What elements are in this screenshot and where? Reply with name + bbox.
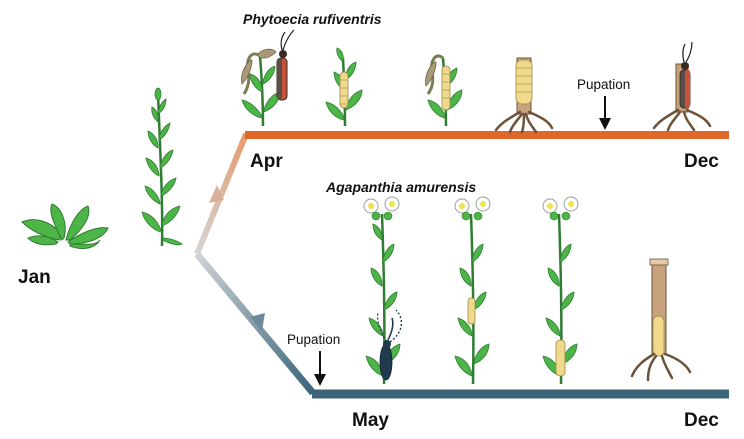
flower-cluster-icon bbox=[363, 196, 400, 221]
young-plant-icon bbox=[141, 87, 183, 247]
lower-pupation-label: Pupation bbox=[287, 332, 340, 347]
start-month-label: Jan bbox=[18, 267, 51, 288]
flowering-plant-larva-icon-1 bbox=[454, 196, 491, 385]
root-adult-beetle-icon bbox=[652, 41, 712, 132]
lower-species-title: Agapanthia amurensis bbox=[325, 179, 476, 195]
lower-branch-diagonal bbox=[194, 251, 316, 396]
timeline-lines bbox=[10, 131, 729, 399]
lower-arrowhead bbox=[250, 313, 265, 331]
upper-end-month: Dec bbox=[684, 151, 719, 172]
upper-pupation-label: Pupation bbox=[577, 77, 630, 92]
wilted-plant-larva-icon bbox=[425, 54, 463, 127]
flowering-plant-beetle-icon bbox=[363, 196, 403, 385]
lower-start-month: May bbox=[352, 410, 389, 431]
wilted-plant-beetle-icon bbox=[241, 29, 295, 127]
upper-pupation-arrow-icon bbox=[599, 96, 611, 130]
lower-pupation-arrow-icon bbox=[314, 351, 326, 386]
upper-branch-diagonal bbox=[194, 132, 249, 256]
root-larva-icon bbox=[494, 57, 554, 134]
flowering-plant-larva-icon-2 bbox=[542, 196, 579, 385]
upper-start-month: Apr bbox=[250, 151, 283, 172]
plant-larva-icon-1 bbox=[325, 47, 363, 127]
upper-species-title: Phytoecia rufiventris bbox=[243, 11, 382, 27]
rosette-plant-icon bbox=[21, 203, 109, 249]
upper-arrowhead bbox=[209, 185, 224, 203]
lower-end-month: Dec bbox=[684, 410, 719, 431]
stem-root-larva-icon bbox=[630, 258, 692, 382]
